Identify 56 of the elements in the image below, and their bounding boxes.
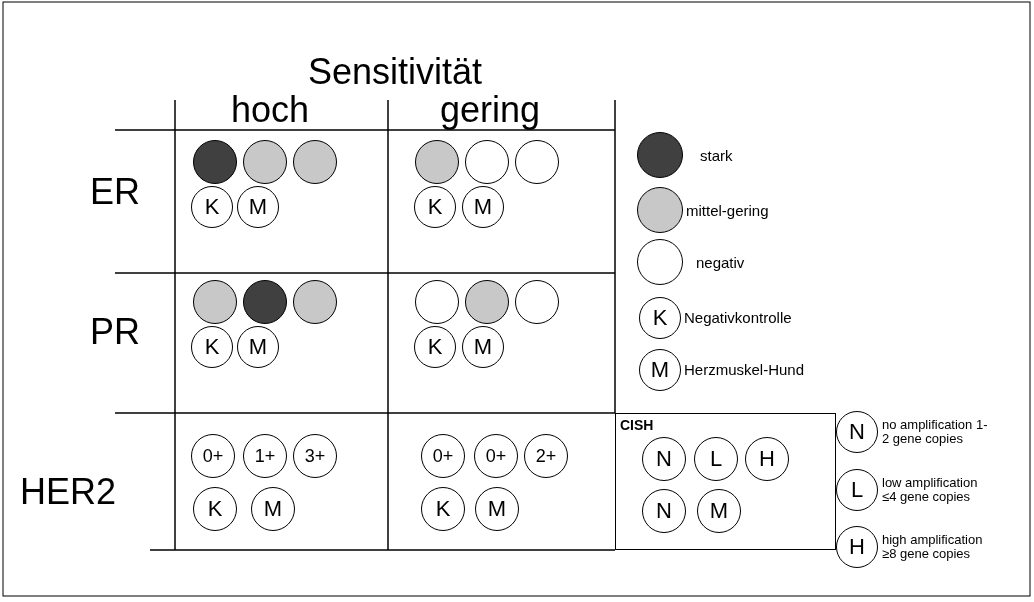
- labeled-circle: M: [462, 326, 504, 368]
- labeled-circle: K: [191, 186, 233, 228]
- column-header: hoch: [231, 92, 310, 128]
- circle-marker: [243, 280, 287, 324]
- circle-marker: [243, 140, 287, 184]
- labeled-circle: 0+: [421, 434, 465, 478]
- labeled-circle: 1+: [243, 434, 287, 478]
- labeled-circle: 0+: [474, 434, 518, 478]
- row-header: PR: [90, 314, 140, 350]
- circle-marker: [193, 280, 237, 324]
- circle-marker: [465, 280, 509, 324]
- legend-text: no amplification 1-2 gene copies: [882, 417, 989, 447]
- labeled-circle: M: [462, 186, 504, 228]
- labeled-circle: K: [421, 487, 465, 531]
- row-header: ER: [90, 174, 140, 210]
- labeled-circle: K: [191, 326, 233, 368]
- labeled-circle: K: [414, 186, 456, 228]
- labeled-circle: K: [193, 487, 237, 531]
- circle-marker: [415, 280, 459, 324]
- labeled-circle: L: [836, 469, 878, 511]
- legend-text: low amplification ≤4 gene copies: [882, 475, 979, 505]
- circle-marker: [465, 140, 509, 184]
- labeled-circle: M: [237, 186, 279, 228]
- legend-text: stark: [700, 147, 733, 163]
- circle-marker: [515, 280, 559, 324]
- legend-text: Negativkontrolle: [684, 309, 793, 326]
- legend-text: mittel-gering: [686, 202, 769, 218]
- circle-marker: [293, 140, 337, 184]
- labeled-circle: M: [475, 487, 519, 531]
- labeled-circle: 3+: [293, 434, 337, 478]
- labeled-circle: H: [745, 437, 789, 481]
- cish-panel: [615, 413, 836, 550]
- labeled-circle: N: [836, 411, 878, 453]
- circle-marker: [293, 280, 337, 324]
- labeled-circle: M: [639, 349, 681, 391]
- circle-marker: [515, 140, 559, 184]
- labeled-circle: N: [642, 489, 686, 533]
- labeled-circle: N: [642, 437, 686, 481]
- legend-text: negativ: [696, 254, 745, 270]
- circle-marker: [415, 140, 459, 184]
- panel-title: CISH: [620, 418, 654, 432]
- labeled-circle: M: [237, 326, 279, 368]
- labeled-circle: K: [639, 297, 681, 339]
- labeled-circle: H: [836, 526, 878, 568]
- circle-marker: [193, 140, 237, 184]
- labeled-circle: 0+: [191, 434, 235, 478]
- legend-text: high amplification ≥8 gene copies: [882, 532, 984, 562]
- legend-text: Herzmuskel-Hund: [684, 361, 806, 378]
- row-header: HER2: [20, 474, 117, 510]
- labeled-circle: M: [251, 487, 295, 531]
- labeled-circle: L: [694, 437, 738, 481]
- labeled-circle: K: [414, 326, 456, 368]
- labeled-circle: M: [697, 489, 741, 533]
- column-group-header: Sensitivität: [308, 54, 483, 90]
- labeled-circle: 2+: [524, 434, 568, 478]
- column-header: gering: [440, 92, 541, 128]
